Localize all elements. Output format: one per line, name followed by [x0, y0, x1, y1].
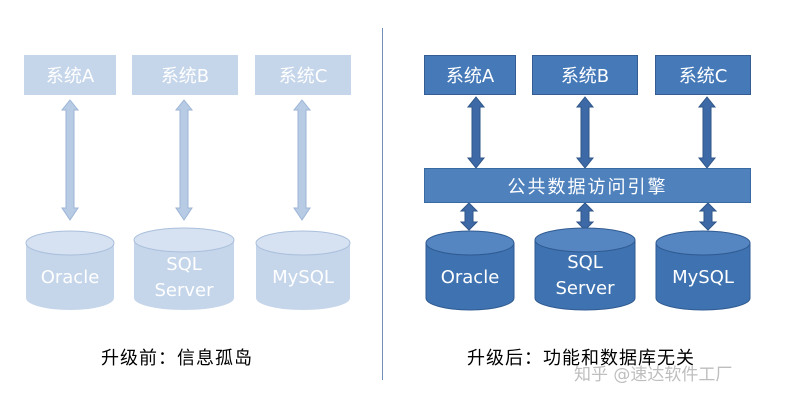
db-label-line: Oracle — [440, 267, 500, 288]
system-label: 系统C — [278, 66, 328, 87]
db-label-line: MySQL — [272, 267, 334, 288]
system-box-after-a: 系统A — [424, 55, 516, 95]
db-label-line: Oracle — [40, 267, 100, 288]
system-box-before-c: 系统C — [255, 55, 351, 95]
arrow-after-c-top — [697, 96, 717, 169]
cylinder-after-mysql — [655, 230, 751, 311]
db-label-line: MySQL — [672, 267, 734, 288]
db-label-before-oracle: Oracle — [26, 258, 114, 298]
db-label-after-oracle: Oracle — [426, 258, 514, 298]
system-label: 系统A — [445, 66, 495, 87]
db-label-line: Server — [555, 278, 615, 299]
db-label-before-mysql: MySQL — [256, 258, 350, 298]
system-label: 系统C — [678, 66, 728, 87]
system-label: 系统B — [560, 66, 610, 87]
arrow-after-a-bottom — [459, 202, 479, 231]
system-label: 系统A — [45, 66, 95, 87]
db-label-before-sqlserver: SQL Server — [134, 250, 234, 306]
caption-before: 升级前：信息孤岛 — [101, 348, 253, 369]
arrow-after-b-bottom — [575, 202, 595, 231]
engine-label: 公共数据访问引擎 — [507, 176, 668, 198]
db-label-line: SQL — [166, 254, 202, 275]
cylinder-before-oracle — [25, 230, 115, 310]
db-label-line: SQL — [567, 252, 603, 273]
system-box-before-a: 系统A — [24, 55, 116, 95]
cylinder-before-mysql — [255, 230, 351, 310]
arrow-after-c-bottom — [698, 202, 718, 231]
caption-after: 升级后：功能和数据库无关 — [467, 348, 695, 369]
system-box-after-b: 系统B — [532, 55, 638, 95]
db-label-after-mysql: MySQL — [656, 258, 750, 298]
db-label-line: Server — [154, 280, 214, 301]
cylinder-before-sqlserver — [133, 227, 235, 310]
system-label: 系统B — [160, 66, 210, 87]
divider-line — [382, 28, 383, 380]
system-box-after-c: 系统C — [655, 55, 751, 95]
arrow-before-c — [292, 99, 312, 221]
cylinder-after-sqlserver — [534, 227, 636, 311]
db-label-after-sqlserver: SQL Server — [535, 248, 635, 304]
arrow-before-a — [60, 99, 80, 221]
watermark-text: 知乎 @速达软件工厂 — [574, 365, 733, 385]
arrow-before-b — [174, 99, 194, 221]
arrow-after-a-top — [466, 96, 486, 169]
data-access-engine-bar: 公共数据访问引擎 — [424, 168, 751, 203]
cylinder-after-oracle — [425, 230, 515, 311]
system-box-before-b: 系统B — [132, 55, 238, 95]
arrow-after-b-top — [575, 96, 595, 169]
